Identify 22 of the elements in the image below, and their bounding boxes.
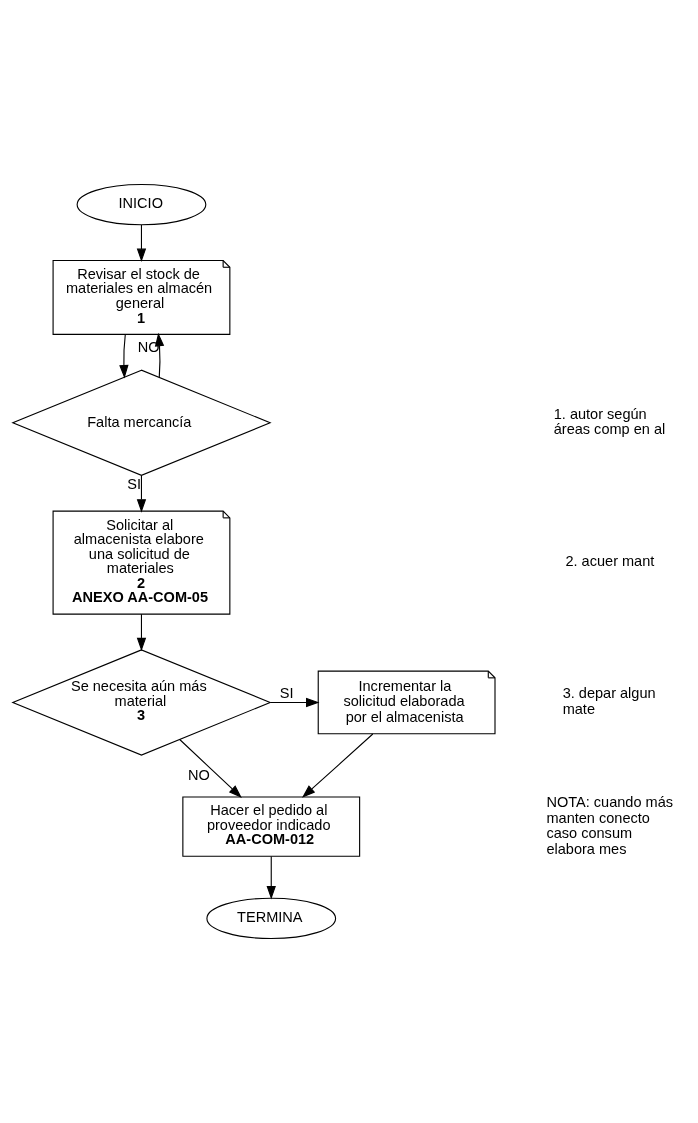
arrow xyxy=(119,333,129,379)
arrow xyxy=(136,613,147,652)
edge-label: SI xyxy=(127,475,142,492)
arrow xyxy=(269,697,320,708)
node-ellipse: TERMINA xyxy=(206,897,337,940)
arrow xyxy=(301,733,374,798)
node-diamond: Falta mercancía xyxy=(11,369,272,476)
edge-label: SI xyxy=(279,685,294,702)
node-ellipse: INICIO xyxy=(76,183,207,226)
label: 3. depar algun mate xyxy=(562,685,656,718)
arrow xyxy=(179,738,242,798)
label: NOTA: cuando más manten conecto caso consum elabora mes xyxy=(546,793,673,857)
node-box: Hacer el pedido al proveedor indicado AA-COM-012 xyxy=(182,796,361,857)
label: 2. acuer mant xyxy=(565,553,655,570)
arrow xyxy=(136,224,147,263)
arrow xyxy=(266,856,276,900)
arrow xyxy=(136,474,147,513)
label: 1. autor según áreas comp en al xyxy=(553,405,666,438)
arrow xyxy=(154,332,165,378)
edge-label: NO xyxy=(188,766,210,783)
node-diamond: Se necesita aún más material 3 xyxy=(11,649,272,756)
edge-label: NO xyxy=(137,339,160,356)
